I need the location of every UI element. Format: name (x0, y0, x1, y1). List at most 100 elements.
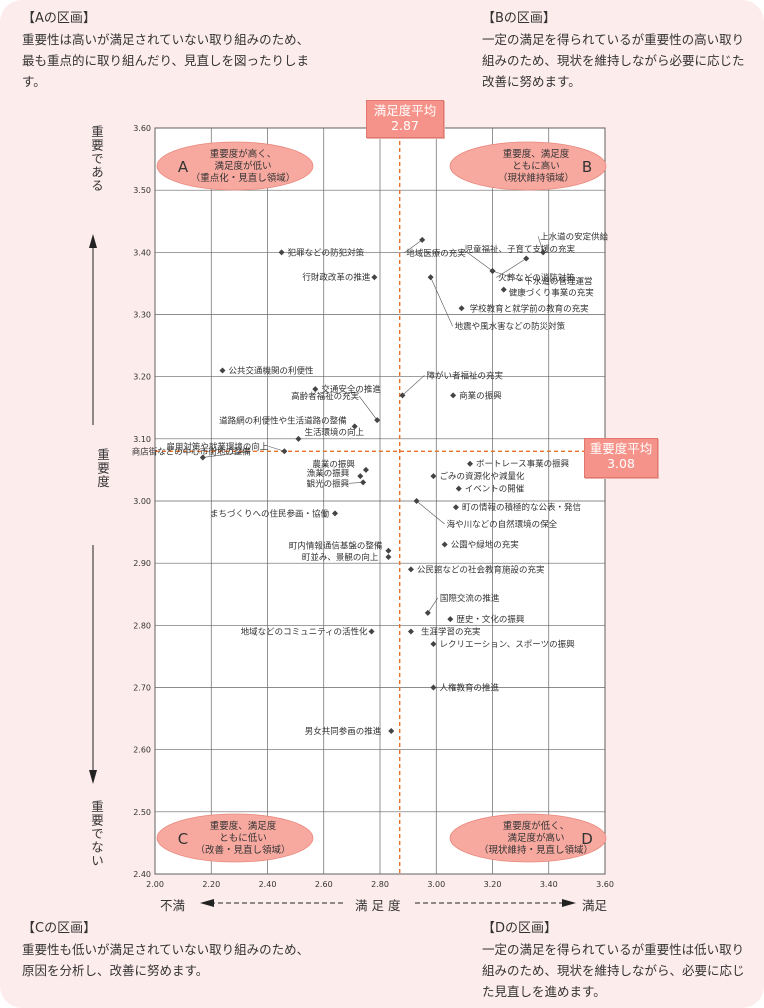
quadrant-b-heading: 【Bの区画】 (482, 11, 556, 26)
data-point-label: 地震や風水害などの防災対策 (455, 321, 566, 332)
quadrant-b-text: （現状維持領域） (498, 172, 574, 184)
data-point-label: 生涯学習の充実 (421, 627, 481, 638)
data-point-label: 商業の振興 (459, 390, 502, 401)
data-point-marker (219, 367, 226, 374)
data-point-marker (430, 640, 437, 647)
quadrant-b-text: 重要度、満足度 (503, 148, 570, 160)
quadrant-c-description: 【Cの区画】 重要性も低いが満足されていない取り組みのため、原因を分析し、改善に… (22, 918, 312, 981)
quadrant-d-text: （現状維持・見直し領域） (479, 844, 593, 856)
data-point-label: ごみの資源化や減量化 (439, 471, 525, 482)
data-point-marker (419, 236, 426, 243)
data-point-marker (368, 628, 375, 635)
data-point-marker (374, 417, 381, 424)
y-tick-label: 3.60 (133, 124, 151, 133)
quadrant-a-text: 満足度が低い (214, 160, 271, 172)
data-point-marker (455, 485, 462, 492)
y-tick-label: 3.20 (133, 373, 151, 382)
y-axis-title: 重要度 (95, 448, 110, 489)
data-point-label: 男女共同参画の推進 (305, 726, 382, 737)
data-point-label: 漁業の振興 (307, 468, 350, 479)
data-point-label: 商店街などの中心市街地の整備 (132, 446, 252, 457)
quadrant-c-text: 重要性も低いが満足されていない取り組みのため、原因を分析し、改善に努めます。 (22, 942, 310, 978)
data-point-marker (385, 553, 392, 560)
x-tick-label: 2.40 (259, 880, 277, 889)
x-tick-label: 2.60 (315, 880, 333, 889)
y-tick-label: 2.40 (133, 870, 151, 879)
data-point-marker (441, 541, 448, 548)
data-point-label: 犯罪などの防犯対策 (288, 247, 365, 258)
quadrant-d-description: 【Dの区画】 一定の満足を得られているが重要性は低い取り組みのため、現状を維持し… (482, 918, 754, 1002)
data-point-marker (450, 392, 457, 399)
data-point-label: 公民館などの社会教育施設の充実 (417, 564, 545, 575)
data-point-marker (540, 249, 547, 256)
data-point-label: まちづくりへの住民参画・協働 (210, 508, 330, 519)
y-tick-label: 2.50 (133, 808, 151, 817)
data-point-label: 公園や緑地の充実 (451, 540, 520, 551)
data-point-marker (447, 616, 454, 623)
data-point-marker (458, 305, 465, 312)
importance-average-title: 重要度平均 (589, 441, 653, 456)
data-point-marker (500, 286, 507, 293)
data-point-label: 健康づくり事業の充実 (509, 288, 595, 299)
y-tick-label: 3.00 (133, 497, 151, 506)
y-tick-label: 2.90 (133, 559, 151, 568)
y-tick-label: 3.10 (133, 435, 151, 444)
data-point-label: 雇用対策や就業環境の向上 (166, 441, 269, 452)
data-point-label: 公共交通機関の利便性 (229, 365, 315, 376)
data-point-marker (430, 684, 437, 691)
y-axis-bottom-label: 重要でない (89, 800, 104, 868)
importance-average-label: 重要度平均 3.08 (584, 438, 658, 478)
data-point-label: イベントの開催 (465, 484, 525, 495)
data-point-marker (489, 267, 496, 274)
data-point-marker (312, 386, 319, 393)
y-tick-label: 2.80 (133, 621, 151, 630)
data-point-label: 海や川などの自然環境の保全 (447, 519, 558, 530)
data-point-label: 町並み、景観の向上 (302, 552, 379, 563)
y-tick-label: 3.30 (133, 311, 151, 320)
data-point-marker (295, 435, 302, 442)
data-point-label: 高齢者福祉の充実 (291, 391, 360, 402)
data-point-label: レクリエーション、スポーツの振興 (439, 639, 575, 650)
y-tick-label: 3.50 (133, 186, 151, 195)
point-leader-line (462, 248, 493, 272)
x-tick-label: 3.00 (427, 880, 445, 889)
x-axis-right-label: 満足 (582, 898, 608, 913)
quadrant-d-text: 一定の満足を得られているが重要性は低い取り組みのため、現状を維持しながら、必要に… (482, 942, 745, 999)
data-point-label: 下水道の管理運営 (525, 276, 593, 287)
point-leader-line (404, 239, 423, 254)
data-point-label: 地域などのコミュニティの活性化 (241, 627, 368, 638)
data-point-marker (399, 392, 406, 399)
data-point-label: 歴史・文化の振興 (456, 614, 525, 625)
quadrant-a-text: 重要度が高く、 (210, 148, 277, 160)
point-leader-line (268, 445, 285, 452)
y-tick-label: 2.70 (133, 684, 151, 693)
x-axis-left-label: 不満 (160, 898, 186, 913)
data-point-label: 農業の振興 (312, 459, 355, 470)
x-tick-label: 2.00 (146, 880, 164, 889)
data-point-label: 町の情報の積極的な公表・発信 (462, 502, 582, 513)
arrow-down-icon (89, 770, 97, 784)
quadrant-a-text: 重要性は高いが満足されていない取り組みのため、最も重点的に取り組んだり、見直しを… (22, 32, 310, 89)
data-point-label: 障がい者福祉の充実 (427, 370, 504, 381)
data-point-marker (427, 274, 434, 281)
data-point-marker (413, 498, 420, 504)
data-point-marker (371, 274, 378, 281)
quadrant-b-text: ともに高い (512, 160, 560, 172)
data-point-label: 生活環境の向上 (304, 427, 364, 438)
quadrant-c-ellipse (156, 813, 314, 863)
quadrant-a-letter: A (178, 158, 189, 176)
data-point-label: 地域医療の充実 (406, 248, 466, 259)
quadrant-c-text: 重要度、満足度 (210, 820, 277, 832)
data-point-label: 交通安全の推進 (321, 384, 381, 395)
x-tick-label: 3.60 (596, 880, 614, 889)
y-tick-label: 3.40 (133, 248, 151, 257)
x-tick-label: 3.40 (540, 880, 558, 889)
data-point-marker (467, 460, 473, 467)
point-leader-line (416, 500, 445, 525)
arrow-up-icon (89, 234, 97, 248)
data-point-marker (407, 566, 414, 573)
x-axis-title: 満足度 (355, 898, 405, 913)
data-point-label: 児童福祉、子育て支援の充実 (465, 244, 576, 255)
point-leader-line (492, 270, 523, 282)
